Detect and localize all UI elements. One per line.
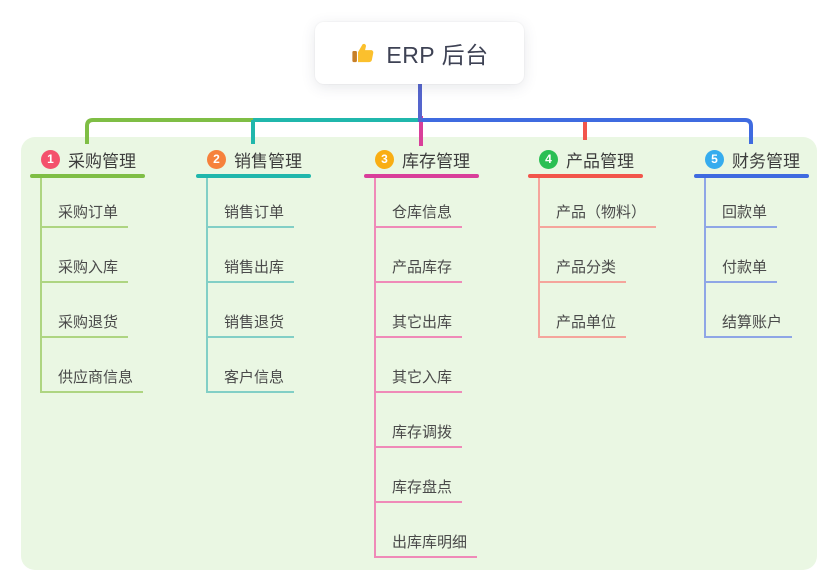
child-node-label: 出库库明细 (392, 534, 468, 551)
child-node-label: 采购退货 (58, 314, 119, 331)
child-node-label: 产品（物料） (556, 204, 647, 221)
child-node[interactable]: 回款单 (706, 178, 778, 228)
branch-children-list: 采购订单采购入库采购退货供应商信息 (40, 178, 145, 393)
child-node-label: 销售订单 (224, 204, 285, 221)
branch-node-5: 5 财务管理 回款单付款单结算账户 (694, 149, 809, 338)
branch-underline (364, 174, 479, 178)
branch-node-4: 4 产品管理 产品（物料） 产品分类产品单位 (528, 149, 657, 338)
branch-underline (528, 174, 643, 178)
child-node[interactable]: 库存盘点 (376, 448, 463, 503)
branch-title: 采购管理 (68, 152, 136, 171)
thumbs-up-icon (350, 40, 376, 66)
child-node-label: 仓库信息 (392, 204, 453, 221)
child-node-label: 库存调拨 (392, 424, 453, 441)
mindmap-canvas-panel (21, 137, 817, 570)
child-node[interactable]: 结算账户 (706, 283, 793, 338)
branch-underline (196, 174, 311, 178)
branch-underline (30, 174, 145, 178)
branch-children-list: 仓库信息产品库存其它出库其它入库库存调拨库存盘点出库库明细 (374, 178, 479, 558)
branch-children-list: 回款单付款单结算账户 (704, 178, 809, 338)
root-node[interactable]: ERP 后台 (315, 22, 524, 84)
child-node[interactable]: 销售出库 (208, 228, 295, 283)
child-node[interactable]: 仓库信息 (376, 178, 463, 228)
branch-number-badge: 4 (539, 150, 558, 169)
branch-header[interactable]: 1 采购管理 (30, 149, 145, 171)
branch-header[interactable]: 3 库存管理 (364, 149, 479, 171)
child-node[interactable]: 出库库明细 (376, 503, 478, 558)
child-node[interactable]: 采购订单 (42, 178, 129, 228)
child-node[interactable]: 客户信息 (208, 338, 295, 393)
branch-underline (694, 174, 809, 178)
child-node-label: 供应商信息 (58, 369, 134, 386)
branch-title: 财务管理 (732, 152, 800, 171)
child-node-label: 结算账户 (722, 314, 783, 331)
child-node-label: 产品分类 (556, 259, 617, 276)
branch-node-2: 2 销售管理 销售订单销售出库销售退货客户信息 (196, 149, 311, 393)
child-node[interactable]: 产品库存 (376, 228, 463, 283)
child-node-label: 采购入库 (58, 259, 119, 276)
child-node[interactable]: 产品（物料） (540, 178, 657, 228)
branch-header[interactable]: 2 销售管理 (196, 149, 311, 171)
branch-number-badge: 5 (705, 150, 724, 169)
child-node[interactable]: 其它入库 (376, 338, 463, 393)
child-node[interactable]: 采购退货 (42, 283, 129, 338)
child-node[interactable]: 供应商信息 (42, 338, 144, 393)
child-node-label: 其它入库 (392, 369, 453, 386)
branch-node-3: 3 库存管理 仓库信息产品库存其它出库其它入库库存调拨库存盘点出库库明细 (364, 149, 479, 558)
child-node-label: 采购订单 (58, 204, 119, 221)
child-node-label: 销售退货 (224, 314, 285, 331)
child-node[interactable]: 销售退货 (208, 283, 295, 338)
root-node-title: ERP 后台 (386, 42, 489, 68)
child-node[interactable]: 采购入库 (42, 228, 129, 283)
child-node-label: 付款单 (722, 259, 768, 276)
child-node-label: 回款单 (722, 204, 768, 221)
branch-title: 销售管理 (234, 152, 302, 171)
branch-number-badge: 2 (207, 150, 226, 169)
branch-header[interactable]: 5 财务管理 (694, 149, 809, 171)
child-node-label: 销售出库 (224, 259, 285, 276)
child-node[interactable]: 库存调拨 (376, 393, 463, 448)
branch-number-badge: 3 (375, 150, 394, 169)
branch-title: 库存管理 (402, 152, 470, 171)
child-node-label: 客户信息 (224, 369, 285, 386)
branch-header[interactable]: 4 产品管理 (528, 149, 656, 171)
child-node-label: 其它出库 (392, 314, 453, 331)
child-node-label: 产品单位 (556, 314, 617, 331)
branch-title: 产品管理 (566, 152, 634, 171)
child-node[interactable]: 销售订单 (208, 178, 295, 228)
branch-number-badge: 1 (41, 150, 60, 169)
child-node-label: 产品库存 (392, 259, 453, 276)
child-node[interactable]: 产品单位 (540, 283, 627, 338)
child-node[interactable]: 付款单 (706, 228, 778, 283)
branch-children-list: 销售订单销售出库销售退货客户信息 (206, 178, 311, 393)
child-node[interactable]: 产品分类 (540, 228, 627, 283)
branch-children-list: 产品（物料） 产品分类产品单位 (538, 178, 657, 338)
child-node-label: 库存盘点 (392, 479, 453, 496)
branch-node-1: 1 采购管理 采购订单采购入库采购退货供应商信息 (30, 149, 145, 393)
child-node[interactable]: 其它出库 (376, 283, 463, 338)
